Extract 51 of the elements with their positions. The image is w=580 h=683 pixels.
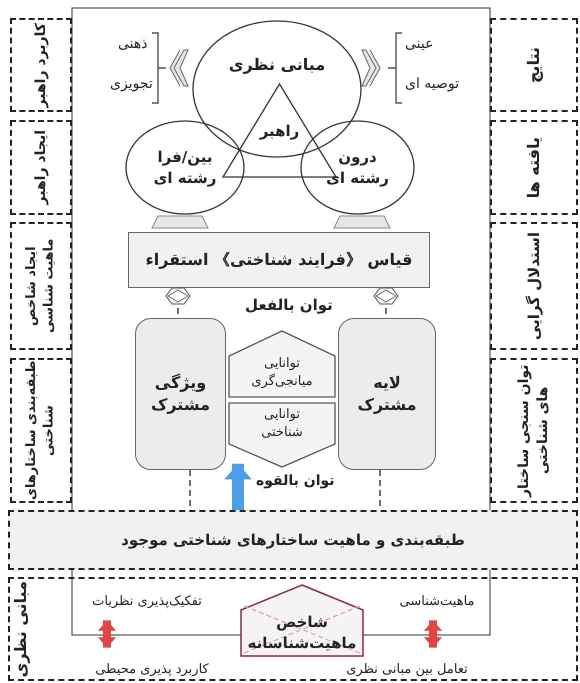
side-label: عینی (405, 36, 434, 52)
concept-ellipse (125, 120, 245, 215)
node-label: قیاس 《فرایند شناختی》 استقراء (146, 249, 412, 271)
section-band (10, 18, 72, 112)
node-label: ایجاد راهبر (32, 130, 50, 205)
node-label: راهبر (260, 121, 300, 142)
arrow (98, 620, 116, 648)
section-band (490, 222, 578, 350)
node-label: طبقه‌بندی ساختارهای شناختی (23, 360, 58, 501)
node-label: مبانی نظری (10, 580, 31, 678)
node-label: نتایج (523, 46, 544, 84)
node-label: لایه مشترک (357, 372, 417, 416)
house-shape (240, 584, 364, 657)
node-label: کاربرد راهبر (32, 22, 50, 108)
rounded-box (338, 318, 436, 470)
node-label: توان سنجی ساختار های شناختی (515, 363, 552, 500)
node-label: توانایی میانجی‌گری (250, 355, 314, 391)
rounded-box (135, 318, 226, 470)
section-band (10, 222, 72, 350)
side-label: ذهنی (118, 36, 148, 52)
side-label: تجویزی (110, 76, 153, 92)
side-label: توصیه ای (405, 76, 460, 92)
caption-label: توان بالقوه (256, 473, 335, 489)
section-band (490, 120, 578, 215)
node-label: یافته ها (523, 136, 544, 198)
pentagon-shape (228, 330, 336, 398)
concept-ellipse (300, 120, 415, 215)
node-label: درون رشته ای (325, 147, 390, 188)
section-band (8, 510, 578, 570)
node-label: استدلال گرایی (524, 232, 544, 340)
node-label: ویژگی مشترک (150, 372, 211, 416)
text-label: کاربرد پذیری محیطی (95, 661, 209, 679)
section-band (490, 358, 578, 503)
text-label: تفکیک‌پذیری نظریات (92, 593, 202, 611)
process-box (128, 232, 430, 288)
text-label: ماهیت‌شناسی (400, 593, 474, 611)
section-band (490, 18, 578, 112)
arrow (424, 620, 442, 648)
node-label: مبانی نظری (228, 54, 326, 76)
node-label: ایجاد شاخص ماهیت شناسی (23, 238, 58, 336)
node-label: شاخص ماهیت‌شناسانه (246, 612, 358, 653)
node-label: طبقه‌بندی و ماهیت ساختارهای شناختی موجود (121, 530, 465, 550)
text-label: تعامل بین مبانی نظری (346, 661, 468, 679)
section-band (10, 120, 72, 215)
caption-label: توان بالفعل (245, 296, 333, 314)
node-label: توانایی شناختی (260, 406, 304, 442)
section-band (8, 577, 578, 681)
pentagon-shape (228, 402, 336, 468)
node-label: بین/فرا رشته ای (152, 147, 218, 188)
arrow (224, 464, 252, 510)
section-band (10, 358, 72, 503)
